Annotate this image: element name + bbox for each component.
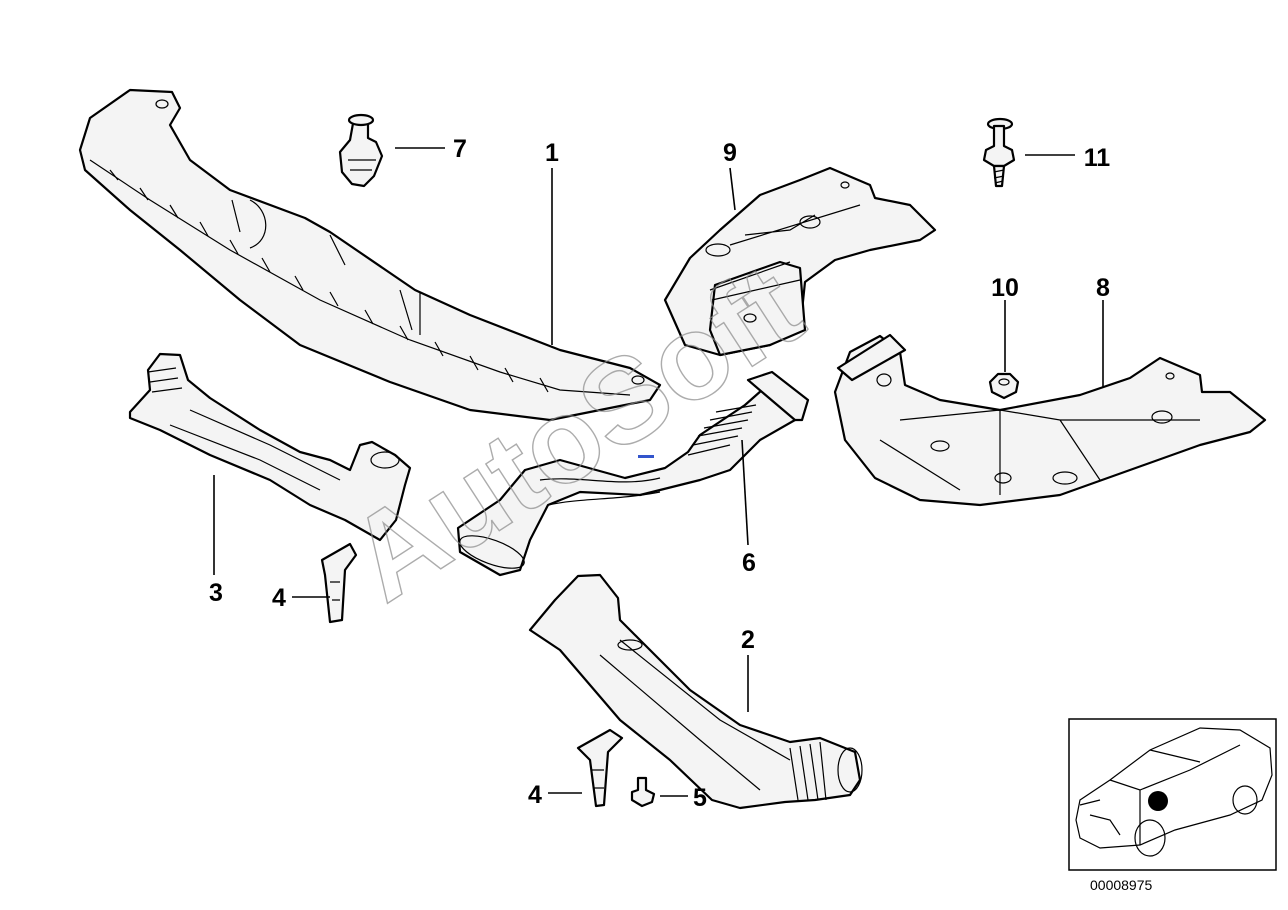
locator-dot — [1148, 791, 1168, 811]
diagram-code: 00008975 — [1090, 877, 1153, 893]
part-11-screw[interactable] — [982, 117, 1016, 188]
leader-lines — [213, 147, 1104, 797]
callout-9: 9 — [723, 139, 737, 167]
part-1-trim-panel[interactable] — [78, 88, 662, 422]
callout-4-lower: 4 — [528, 781, 542, 809]
part-6-duct[interactable] — [456, 370, 810, 577]
callout-6: 6 — [742, 549, 756, 577]
part-3-duct[interactable] — [128, 352, 412, 542]
callout-11: 11 — [1084, 144, 1111, 172]
part-8-bracket[interactable] — [833, 333, 1267, 507]
part-9-bracket[interactable] — [663, 166, 937, 357]
callout-3: 3 — [209, 579, 223, 607]
part-2-duct[interactable] — [528, 573, 863, 810]
callout-8: 8 — [1096, 274, 1110, 302]
callout-2: 2 — [741, 626, 755, 654]
callout-1: 1 — [545, 139, 559, 167]
part-10-nut[interactable] — [988, 372, 1020, 400]
part-4-clip-upper[interactable] — [320, 542, 358, 624]
car-locator-icon — [1075, 727, 1273, 857]
callout-7: 7 — [453, 135, 467, 163]
part-4-clip-lower[interactable] — [576, 728, 624, 808]
callout-10: 10 — [991, 274, 1019, 302]
locator-inset — [1068, 718, 1277, 871]
part-5-bolt[interactable] — [630, 776, 656, 808]
callout-5: 5 — [693, 784, 707, 812]
callout-4-upper: 4 — [272, 584, 286, 612]
watermark-dash — [638, 455, 654, 458]
part-7-clip[interactable] — [338, 113, 384, 188]
